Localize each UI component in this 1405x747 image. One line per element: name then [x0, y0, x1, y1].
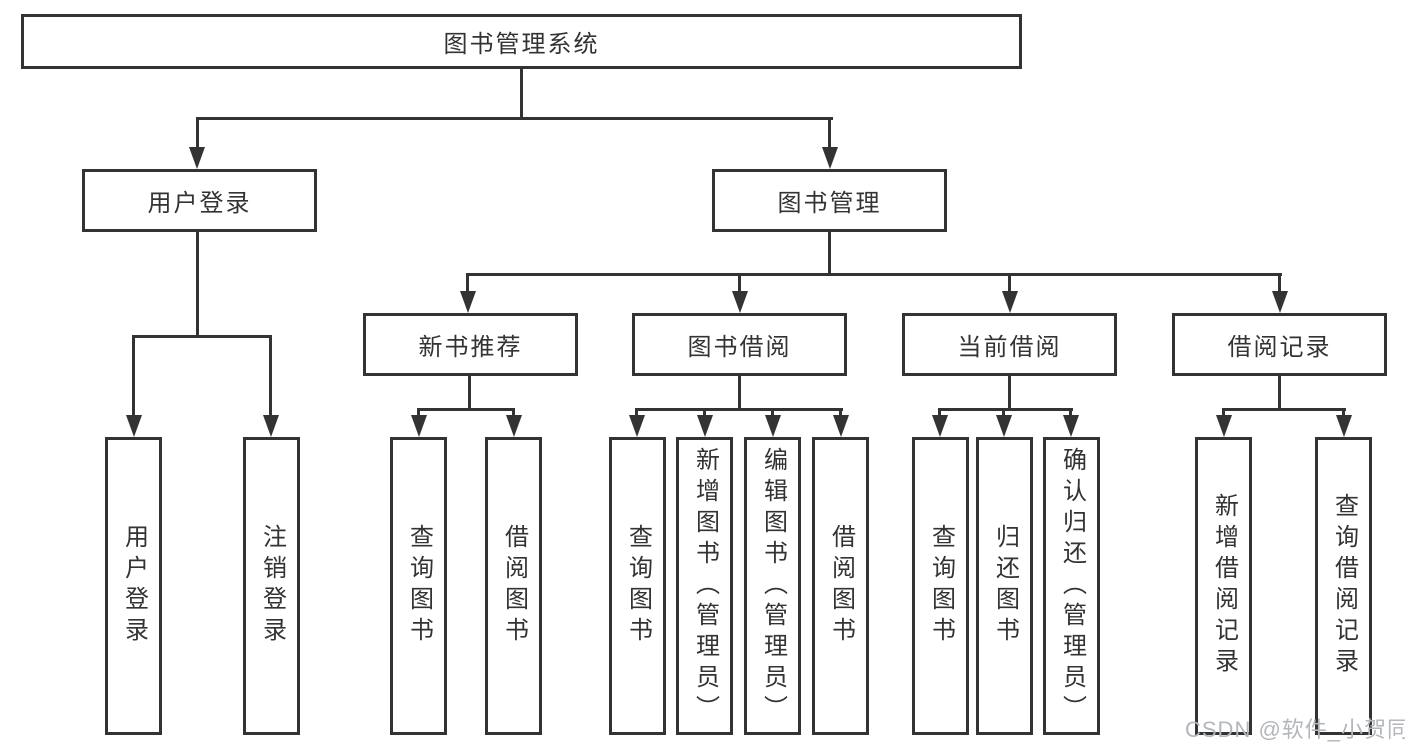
- arrow-down-icon: [996, 415, 1012, 437]
- leaf-borrow-books: 借阅图书: [812, 437, 869, 735]
- node-library-system: 图书管理系统: [21, 14, 1022, 69]
- leaf-add-borrow-record: 新增借阅记录: [1195, 437, 1252, 735]
- node-user-login: 用户登录: [82, 169, 317, 232]
- connector-user-login-drop: [196, 117, 199, 151]
- arrow-down-icon: [822, 147, 838, 169]
- connector-leaf-drop: [1002, 408, 1005, 420]
- node-label: 归还图书: [991, 524, 1019, 648]
- node-label: 查询图书: [624, 524, 652, 648]
- connector-leaf-drop: [512, 408, 515, 420]
- connector-user-login-bar: [132, 335, 272, 338]
- connector-l2-drop: [738, 273, 741, 293]
- leaf-query-borrow-record: 查询借阅记录: [1315, 437, 1372, 735]
- node-label: 当前借阅: [957, 334, 1062, 361]
- connector-bar: [635, 408, 843, 411]
- leaf-borrow-books-recommend: 借阅图书: [485, 437, 542, 735]
- leaf-user-login: 用户登录: [105, 437, 162, 735]
- connector-stem: [1008, 376, 1011, 411]
- arrow-down-icon: [1002, 291, 1018, 313]
- node-label: 图书借阅: [687, 334, 792, 361]
- node-new-book-recommend: 新书推荐: [363, 313, 578, 376]
- connector-leaf-drop: [132, 335, 135, 417]
- node-label: 用户登录: [120, 524, 148, 648]
- arrow-down-icon: [765, 415, 781, 437]
- node-label: 新增图书（管理员）: [691, 446, 719, 726]
- connector-leaf-drop: [1222, 408, 1225, 420]
- node-label: 图书管理系统: [443, 31, 600, 58]
- connector-leaf-drop: [703, 408, 706, 420]
- connector-l2-drop: [1008, 273, 1011, 293]
- leaf-edit-books-admin: 编辑图书（管理员）: [744, 437, 801, 735]
- connector-leaf-drop: [1342, 408, 1345, 420]
- leaf-add-books-admin: 新增图书（管理员）: [676, 437, 733, 735]
- node-borrow-records: 借阅记录: [1172, 313, 1387, 376]
- node-label: 新书推荐: [418, 334, 523, 361]
- leaf-return-books: 归还图书: [976, 437, 1033, 735]
- node-label: 借阅图书: [827, 524, 855, 648]
- connector-bar: [938, 408, 1073, 411]
- connector-book-mgmt-drop: [828, 117, 831, 151]
- node-label: 注销登录: [258, 524, 286, 648]
- leaf-query-books-current: 查询图书: [912, 437, 969, 735]
- node-label: 编辑图书（管理员）: [759, 446, 787, 726]
- node-book-borrow: 图书借阅: [632, 313, 847, 376]
- connector-leaf-drop: [635, 408, 638, 420]
- node-current-borrow: 当前借阅: [902, 313, 1117, 376]
- arrow-down-icon: [732, 291, 748, 313]
- node-label: 确认归还（管理员）: [1058, 446, 1086, 726]
- node-label: 查询图书: [927, 524, 955, 648]
- csdn-watermark: CSDN @软件_小贺同学: [1185, 717, 1405, 742]
- arrow-down-icon: [263, 415, 279, 437]
- connector-stem: [1278, 376, 1281, 411]
- arrow-down-icon: [1336, 415, 1352, 437]
- connector-leaf-drop: [839, 408, 842, 420]
- connector-book-mgmt-stem: [828, 232, 831, 276]
- leaf-logout: 注销登录: [243, 437, 300, 735]
- connector-root-bar: [196, 117, 833, 120]
- leaf-confirm-return-admin: 确认归还（管理员）: [1043, 437, 1100, 735]
- arrow-down-icon: [629, 415, 645, 437]
- leaf-query-books-borrow: 查询图书: [609, 437, 666, 735]
- connector-leaf-drop: [1069, 408, 1072, 420]
- connector-leaf-drop: [771, 408, 774, 420]
- connector-stem: [468, 376, 471, 411]
- node-label: 新增借阅记录: [1210, 493, 1238, 679]
- connector-book-mgmt-bar: [466, 273, 1282, 276]
- node-label: 查询图书: [405, 524, 433, 648]
- node-label: 查询借阅记录: [1330, 493, 1358, 679]
- arrow-down-icon: [189, 147, 205, 169]
- node-label: 借阅图书: [500, 524, 528, 648]
- connector-leaf-drop: [269, 335, 272, 417]
- arrow-down-icon: [697, 415, 713, 437]
- connector-bar: [417, 408, 515, 411]
- connector-root-stem: [520, 69, 523, 117]
- arrow-down-icon: [1272, 291, 1288, 313]
- arrow-down-icon: [1216, 415, 1232, 437]
- connector-stem: [738, 376, 741, 411]
- arrow-down-icon: [506, 415, 522, 437]
- arrow-down-icon: [833, 415, 849, 437]
- arrow-down-icon: [411, 415, 427, 437]
- connector-leaf-drop: [417, 408, 420, 420]
- arrow-down-icon: [126, 415, 142, 437]
- node-label: 用户登录: [147, 190, 252, 217]
- arrow-down-icon: [1063, 415, 1079, 437]
- node-label: 图书管理: [777, 190, 882, 217]
- leaf-query-books-recommend: 查询图书: [390, 437, 447, 735]
- arrow-down-icon: [460, 291, 476, 313]
- connector-bar: [1222, 408, 1346, 411]
- node-label: 借阅记录: [1227, 334, 1332, 361]
- connector-l2-drop: [1278, 273, 1281, 293]
- connector-user-login-stem: [196, 232, 199, 338]
- connector-l2-drop: [466, 273, 469, 293]
- arrow-down-icon: [932, 415, 948, 437]
- node-book-management: 图书管理: [712, 169, 947, 232]
- connector-leaf-drop: [938, 408, 941, 420]
